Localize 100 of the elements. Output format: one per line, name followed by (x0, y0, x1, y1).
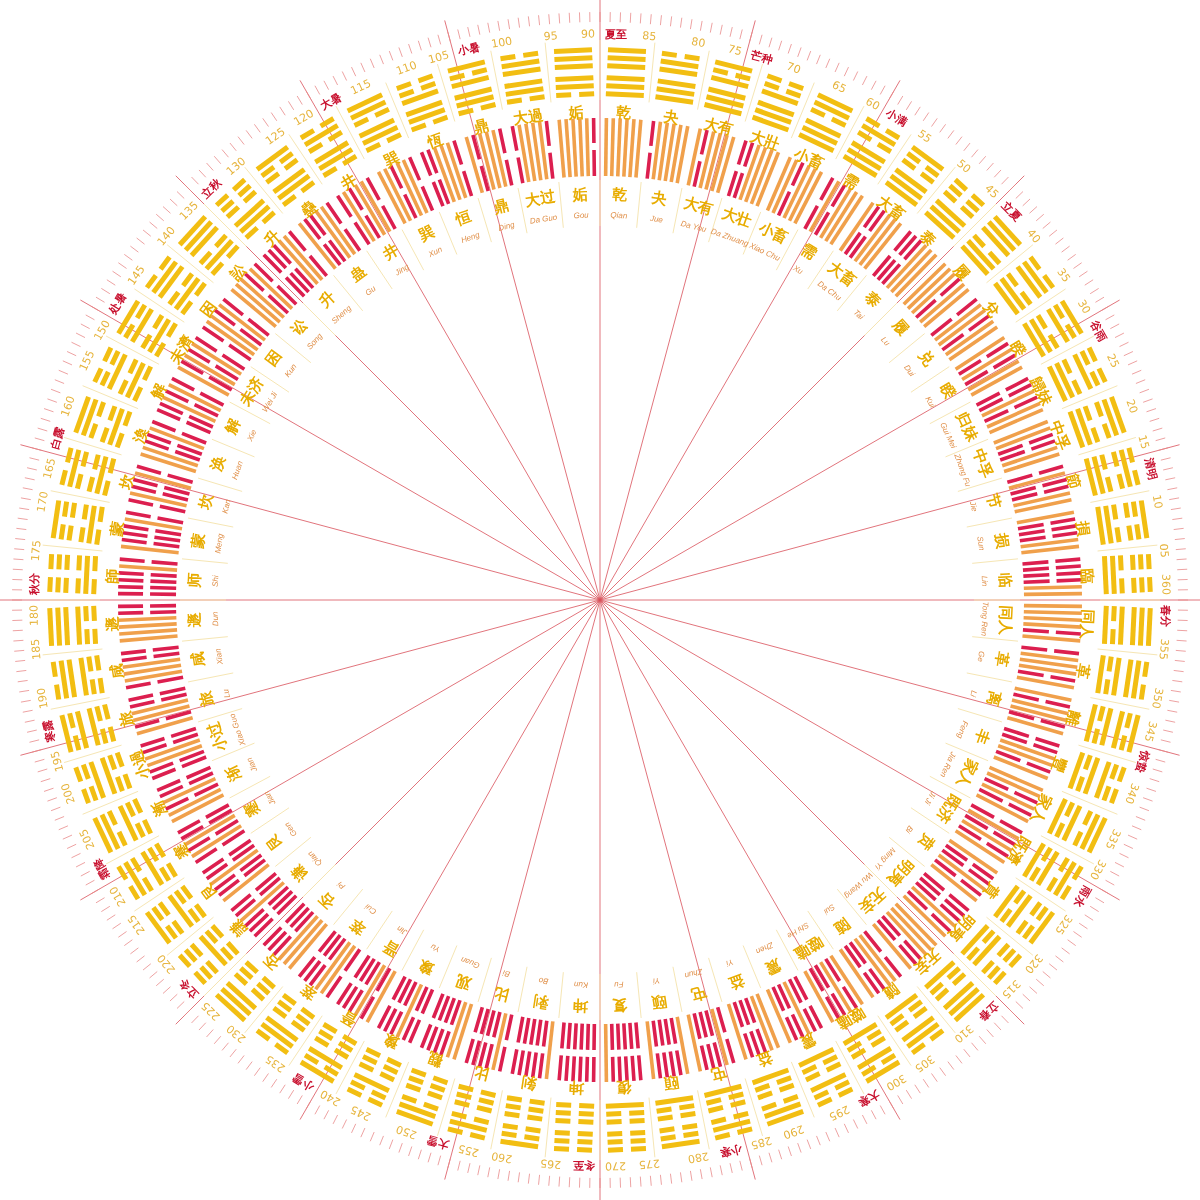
pinyin-label: Feng (955, 719, 970, 740)
hexagram-name: 节 (983, 491, 1005, 511)
hexagram-name: 艮 (262, 830, 286, 854)
hexagram-name: 萃 (346, 914, 370, 938)
hexagram-name: 師 (103, 568, 122, 584)
hexagram-name: 旅 (116, 709, 138, 729)
degree-number: 130 (223, 154, 249, 179)
pinyin-label: Xun (427, 244, 444, 260)
hexagram-name: 睽 (936, 380, 960, 403)
hexagram-name: 大有 (681, 193, 716, 219)
degree-number: 360 (1159, 574, 1173, 596)
degree-number: 295 (826, 1102, 852, 1124)
degree-number: 355 (1156, 638, 1172, 661)
hexagram-name: 坎 (116, 471, 138, 491)
solar-term-label: 秋分 (27, 573, 41, 596)
pinyin-label: Fu (614, 979, 624, 990)
degree-number: 35 (1054, 265, 1073, 285)
solar-term-label: 小暑 (456, 40, 482, 59)
hexagram-name: 履 (949, 260, 974, 284)
degree-number: 05 (1156, 543, 1171, 559)
degree-number: 330 (1086, 857, 1109, 882)
hexagram-name: 乾 (616, 103, 632, 122)
hexagram-name: 大過 (512, 106, 545, 129)
pinyin-label: Gu (363, 284, 378, 298)
pinyin-label: Zhong Fu (952, 452, 973, 488)
hexagram-name: 咸 (107, 662, 128, 681)
degree-number: 265 (539, 1156, 562, 1172)
hexagram-name: 睽 (1007, 338, 1031, 361)
degree-number: 280 (686, 1149, 710, 1166)
hexagram-name: 大壮 (719, 204, 754, 232)
pinyin-label: Pi (335, 879, 348, 891)
hexagram-name: 兌 (980, 297, 1004, 321)
degree-number: 285 (749, 1133, 774, 1152)
pinyin-label: Da Guo (529, 212, 558, 226)
hexagram-name: 坤 (572, 996, 588, 1015)
pinyin-label: Gui Mei (938, 421, 958, 450)
degree-number: 105 (426, 48, 451, 67)
hexagram-name: 随 (830, 914, 854, 938)
pinyin-label: Kui (923, 394, 938, 410)
solar-term-label: 惊蛰 (1133, 749, 1152, 775)
degree-number: 235 (263, 1052, 288, 1075)
hexagram-name: 大过 (524, 187, 557, 210)
pinyin-label: Lin (979, 575, 990, 587)
degree-number: 340 (1122, 781, 1142, 806)
pinyin-label: Yi (724, 957, 735, 968)
hexagram-name: 比 (491, 983, 511, 1005)
hexagram-name: 同人 (1077, 608, 1098, 640)
pinyin-label: Jin (395, 923, 409, 937)
degree-number: 90 (581, 27, 596, 41)
pinyin-label: Jie (967, 500, 980, 513)
pinyin-label: Ge (975, 650, 987, 663)
solar-term-label: 夏至 (604, 27, 627, 41)
degree-number: 250 (394, 1122, 419, 1142)
hexagram-name: 需 (797, 240, 820, 264)
degree-number: 115 (348, 76, 374, 98)
degree-number: 15 (1135, 433, 1152, 451)
solar-term-label: 春分 (1159, 604, 1173, 627)
degree-number: 170 (34, 490, 51, 514)
solar-term-label: 处暑 (106, 290, 130, 317)
pinyin-label: Jia Ren (938, 750, 958, 779)
hexagram-name: 大有 (701, 114, 736, 139)
hexagram-name: 临 (996, 572, 1015, 588)
hexagram-name: 涣 (206, 453, 229, 474)
solar-term-label: 立秋 (198, 176, 224, 201)
hexagram-name: 井 (338, 169, 361, 193)
degree-number: 25 (1104, 351, 1122, 370)
hexagram-name: 履 (889, 315, 913, 339)
hexagram-name: 小畜 (791, 144, 827, 174)
pinyin-label: Zhun (683, 966, 704, 981)
hexagram-name: 謙 (226, 916, 251, 940)
solar-term-label: 芒种 (749, 48, 775, 67)
hexagram-name: 震 (762, 955, 785, 979)
solar-term-label: 大暑 (318, 90, 344, 114)
hexagram-name: 谦 (287, 861, 311, 885)
hexagram-name: 咸 (188, 650, 209, 669)
pinyin-label: Guan (459, 954, 482, 970)
degree-number: 165 (40, 456, 59, 481)
pinyin-label: Jue (649, 213, 664, 225)
solar-term-label: 霜降 (90, 856, 114, 882)
degree-number: 40 (1024, 226, 1044, 246)
pinyin-label: Yu (429, 941, 442, 955)
hexagram-name: 恒 (453, 206, 474, 229)
degree-number: 310 (951, 1021, 977, 1046)
degree-number: 305 (912, 1052, 937, 1075)
hexagram-name: 損 (1072, 519, 1093, 538)
degree-number: 345 (1141, 719, 1160, 744)
pinyin-label: Xie (245, 428, 259, 443)
pinyin-label: Kun (573, 979, 589, 990)
pinyin-label: Jian (244, 756, 260, 774)
hexagram-name: 革 (991, 650, 1012, 669)
hexagram-name: 豐 (1048, 754, 1071, 775)
degree-number: 245 (348, 1102, 374, 1124)
hexagram-name: 剥 (531, 991, 550, 1012)
hexagram-name: 蛊 (346, 262, 370, 286)
hexagram-name: 姤 (568, 103, 584, 122)
hexagram-name: 剝 (519, 1072, 538, 1093)
solar-term-label: 小寒 (718, 1141, 744, 1160)
hexagram-name: 师 (185, 572, 204, 588)
degree-number: 70 (784, 59, 803, 77)
hexagram-name: 鼎 (491, 195, 511, 217)
